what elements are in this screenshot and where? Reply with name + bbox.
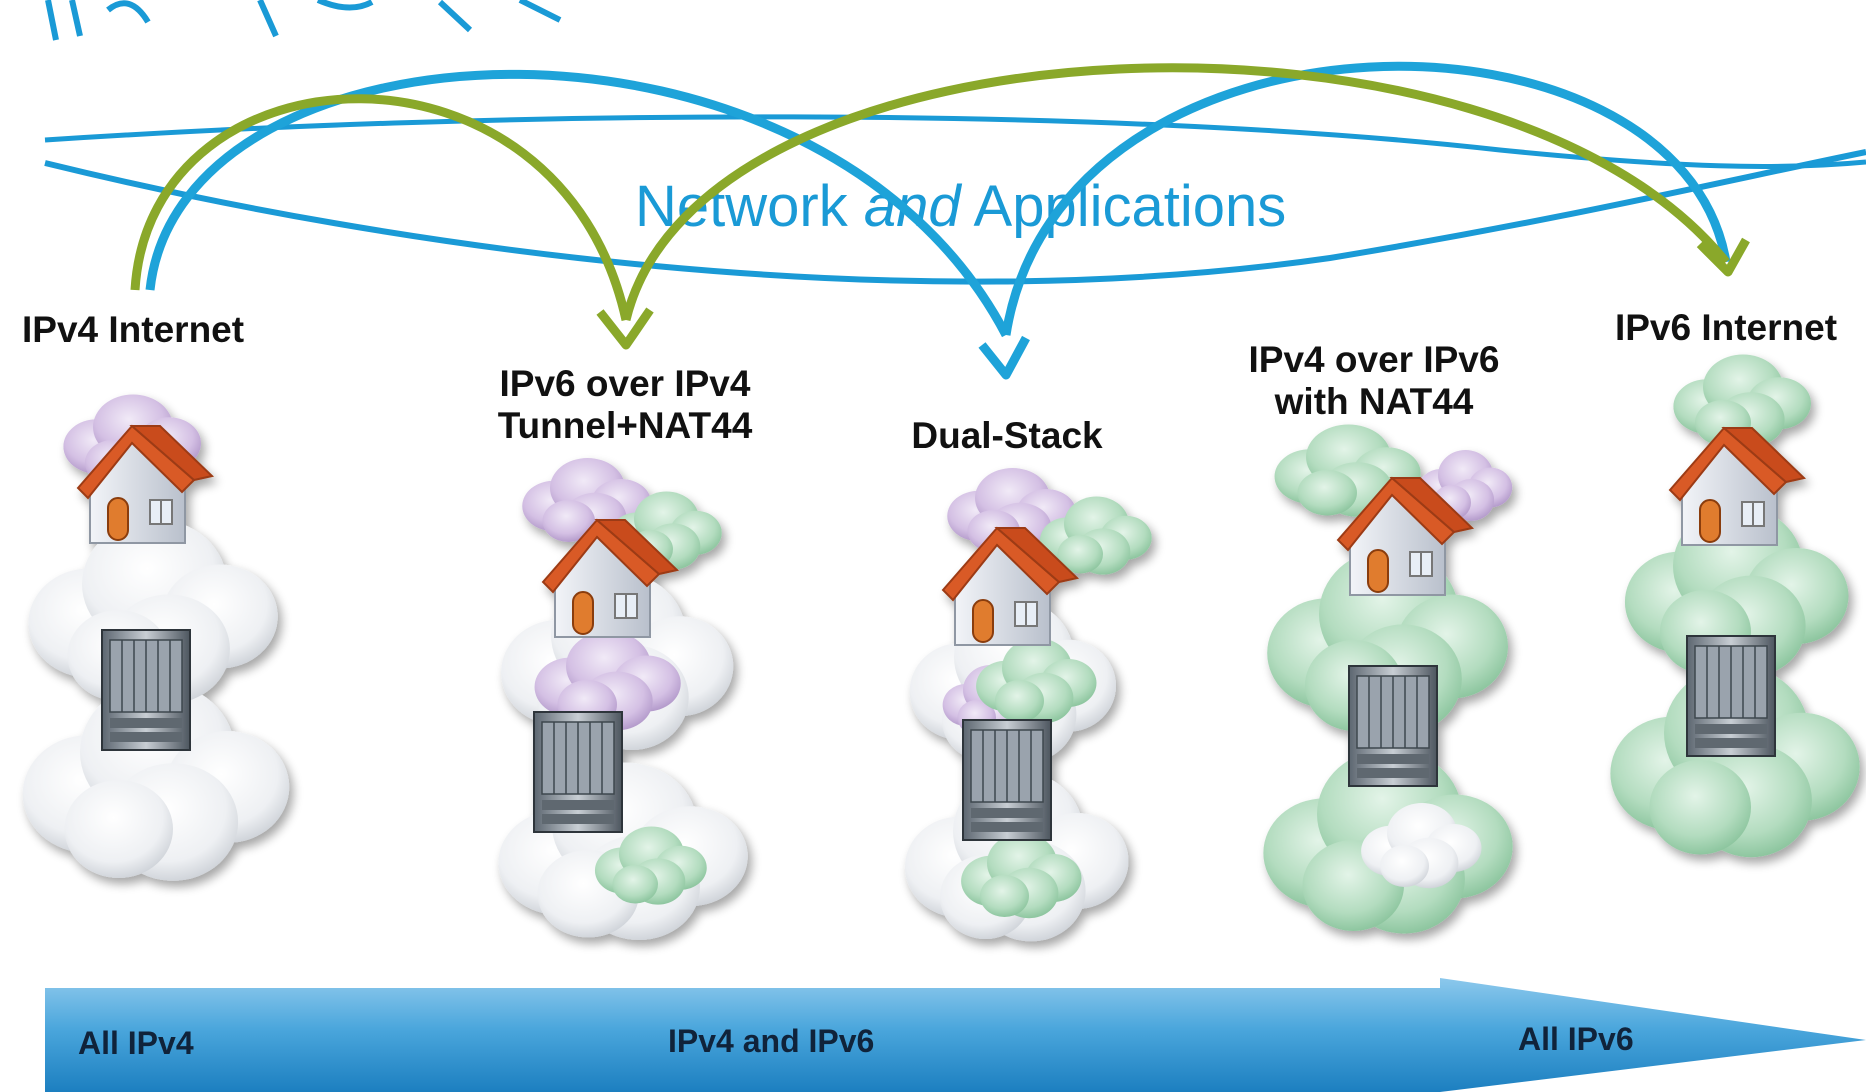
stage-dual-stack-illustration — [904, 468, 1152, 942]
timeline-label-ipv4-and-ipv6: IPv4 and IPv6 — [668, 1023, 874, 1059]
stage-ipv4-over-ipv6-illustration — [1263, 424, 1513, 934]
stage-title-ipv4-over-ipv6-line1: IPv4 over IPv6 — [1249, 339, 1500, 380]
stage-title-ipv4-over-ipv6-line2: with NAT44 — [1274, 381, 1474, 422]
timeline-label-all-ipv4: All IPv4 — [78, 1025, 194, 1061]
banner-network-and-applications: Network and Applications — [635, 174, 1286, 239]
timeline-label-all-ipv6: All IPv6 — [1518, 1021, 1634, 1057]
router-icon — [1686, 635, 1776, 757]
application-layer-line — [44, 149, 1866, 285]
green-arc-ipv4-to-tunnel — [130, 94, 654, 350]
stage-title-ipv6-internet: IPv6 Internet — [1615, 307, 1837, 348]
router-icon — [101, 629, 191, 751]
blue-arc-dualstack-to-ipv6 — [1001, 61, 1731, 336]
stage-title-dual-stack: Dual-Stack — [911, 415, 1103, 456]
stage-ipv6-internet-illustration — [1610, 354, 1860, 858]
network-layer-line — [44, 114, 1866, 169]
blue-arc-ipv4-to-dualstack — [145, 69, 1030, 380]
router-icon — [962, 719, 1052, 841]
stage-title-ipv6-over-ipv4-line1: IPv6 over IPv4 — [500, 363, 751, 404]
clipped-title-fragment — [45, 0, 562, 41]
stage-title-ipv6-over-ipv4-line2: Tunnel+NAT44 — [498, 405, 753, 446]
stage-ipv4-internet-illustration — [22, 394, 290, 881]
timeline-arrow — [45, 978, 1866, 1092]
router-icon — [1348, 665, 1438, 787]
stage-ipv6-over-ipv4-illustration — [498, 458, 748, 940]
router-icon — [533, 711, 623, 833]
green-arc-tunnel-to-ipv6 — [621, 63, 1750, 322]
stage-title-ipv4-internet: IPv4 Internet — [22, 309, 244, 350]
